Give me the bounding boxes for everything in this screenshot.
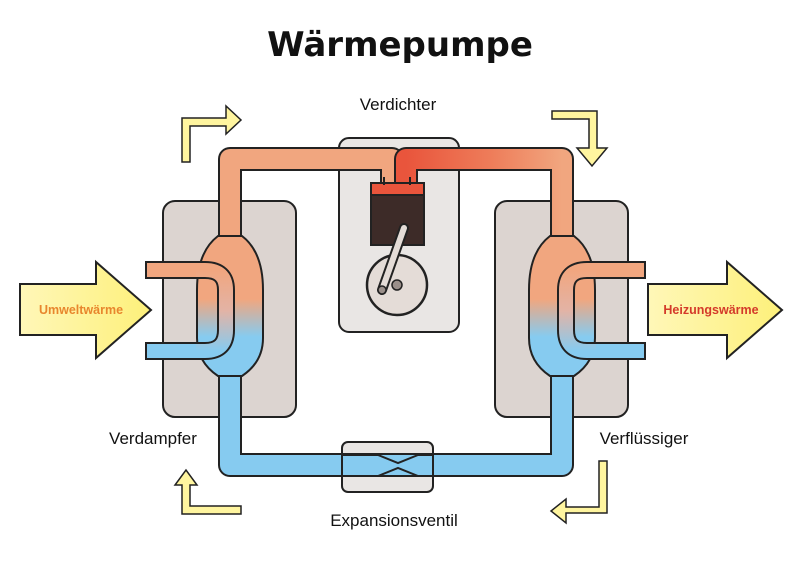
condenser-coil	[557, 261, 646, 360]
expansion-valve-label: Expansionsventil	[330, 511, 458, 530]
compressor-connecting-rod	[379, 225, 407, 293]
flow-arrow-top-left	[181, 104, 243, 163]
flow-arrow-bottom-left	[173, 468, 242, 515]
expansion-valve	[341, 454, 434, 477]
heating-heat-arrow	[647, 259, 784, 361]
page-title: Wärmepumpe	[267, 25, 533, 65]
flow-arrow-bottom-right	[549, 460, 608, 525]
heating-heat-label: Heizungswärme	[663, 303, 758, 317]
compressor-head	[370, 182, 425, 196]
ambient-heat-label: Umweltwärme	[39, 303, 123, 317]
evaporator-coil	[145, 261, 235, 360]
hot-pipe-top-right	[394, 147, 574, 250]
evaporator-label: Verdampfer	[109, 429, 197, 448]
warm-pipe-top-left	[218, 147, 404, 250]
compressor-label: Verdichter	[360, 95, 437, 114]
compressor-mechanism	[365, 177, 429, 317]
flow-arrow-top-right	[551, 110, 609, 168]
ambient-heat-arrow	[19, 259, 153, 361]
condenser-label: Verflüssiger	[600, 429, 689, 448]
